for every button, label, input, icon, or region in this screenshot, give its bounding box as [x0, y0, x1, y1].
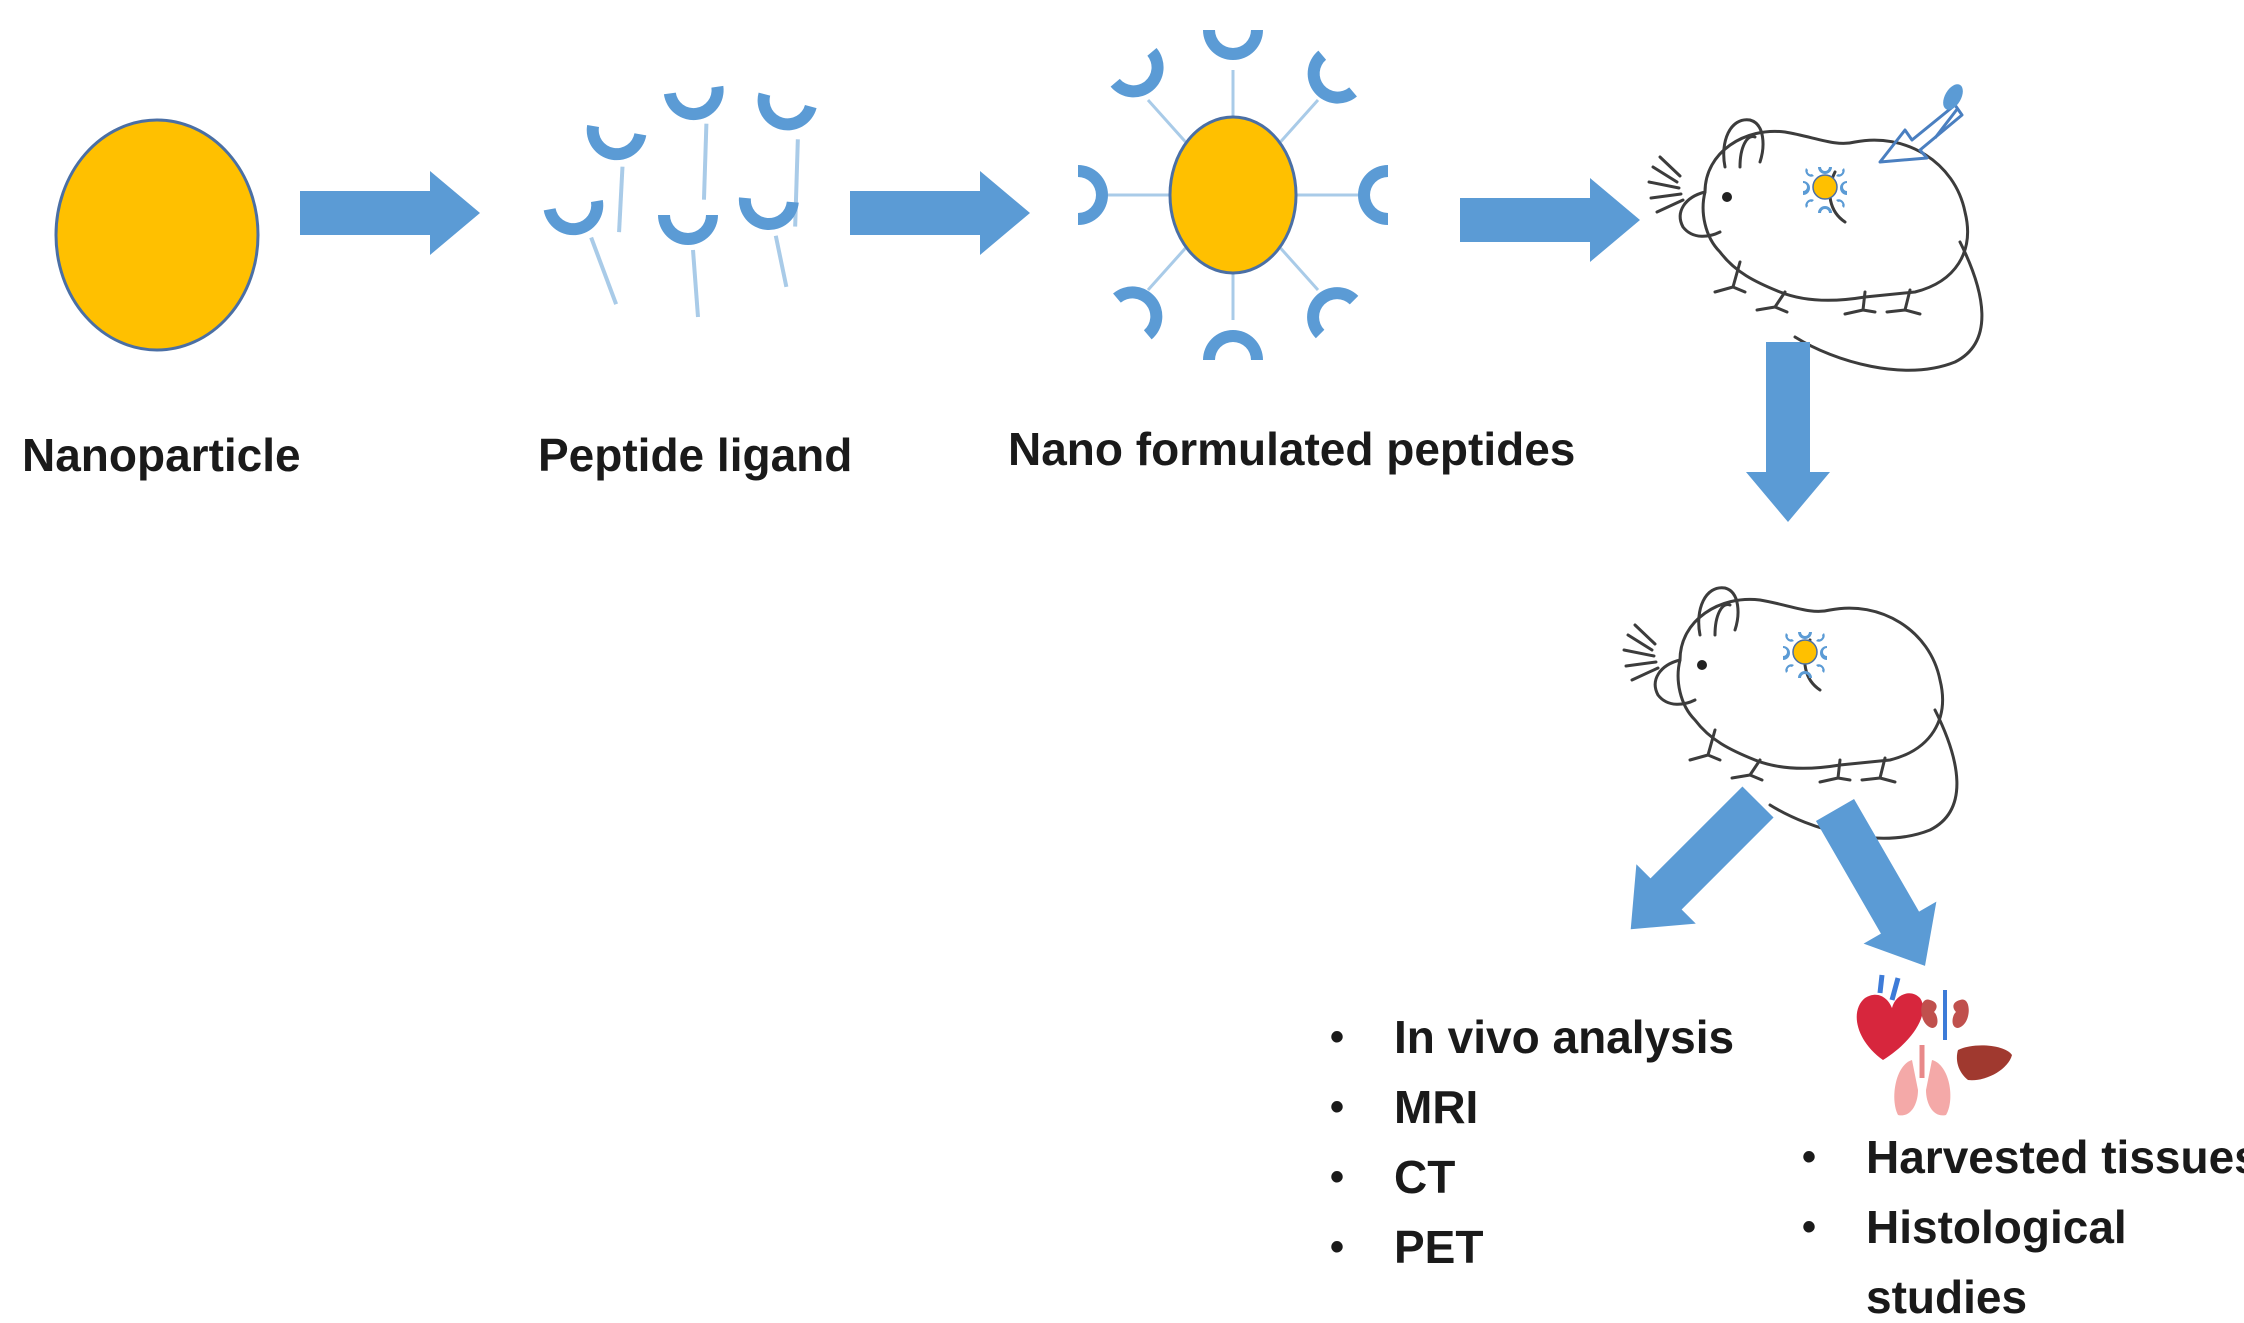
syringe-icon — [1878, 84, 1964, 164]
arrow-2 — [850, 171, 1030, 255]
imaging-item: MRI — [1330, 1072, 1734, 1142]
nanoparticle-shape — [54, 118, 260, 352]
nano-formulated-particle — [1078, 30, 1388, 360]
tissues-list: Harvested tissues Histological studies — [1802, 1122, 2244, 1323]
imaging-item: PET — [1330, 1212, 1734, 1282]
imaging-list: In vivo analysis MRI CT PET — [1330, 1002, 1734, 1282]
label-nanoparticle: Nanoparticle — [22, 429, 301, 481]
organs-icon — [1856, 974, 2012, 1116]
peptide-ligands — [543, 85, 817, 318]
imaging-item: In vivo analysis — [1330, 1002, 1734, 1072]
imaging-item: CT — [1330, 1142, 1734, 1212]
mouse-icon — [1647, 118, 1984, 372]
arrow-1 — [300, 171, 480, 255]
tissue-item: Harvested tissues — [1802, 1122, 2244, 1192]
arrow-diag-left — [1601, 772, 1788, 959]
arrow-down — [1746, 342, 1830, 522]
arrow-3 — [1460, 178, 1640, 262]
tissue-item: Histological studies — [1802, 1192, 2166, 1323]
mouse-icon-2 — [1622, 586, 1959, 840]
arrow-diag-right — [1798, 789, 1962, 987]
label-nano-formulated: Nano formulated peptides — [1008, 423, 1576, 475]
label-peptide-ligand: Peptide ligand — [538, 429, 853, 481]
